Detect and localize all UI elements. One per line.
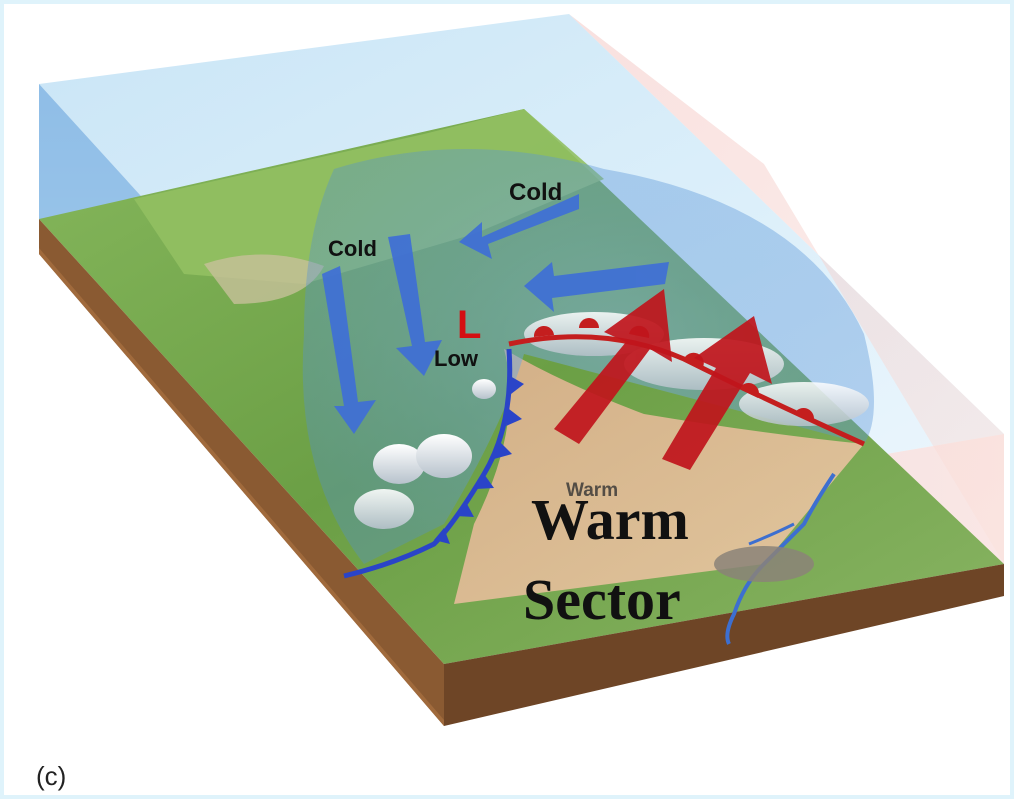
- cold-front-symbols: [434, 376, 524, 544]
- soil-side-front: [444, 564, 1004, 726]
- panel-label: (c): [36, 761, 66, 791]
- cyclone-block-diagram: Cold Cold L Low Warm Warm Sector (c): [36, 14, 1004, 791]
- label-warm-sector-line1: Warm: [531, 487, 689, 552]
- low-pressure-marker: L: [457, 303, 481, 347]
- label-warm-sector-line2: Sector: [523, 567, 681, 632]
- label-cold-left: Cold: [328, 236, 377, 261]
- soil-side-left: [39, 219, 444, 726]
- cold-air-arrows: [322, 194, 669, 434]
- label-low: Low: [434, 346, 479, 371]
- town: [714, 546, 814, 582]
- label-cold-upper: Cold: [509, 179, 562, 206]
- warm-air-arrows: [554, 289, 772, 470]
- label-warm-small: Warm: [566, 480, 618, 501]
